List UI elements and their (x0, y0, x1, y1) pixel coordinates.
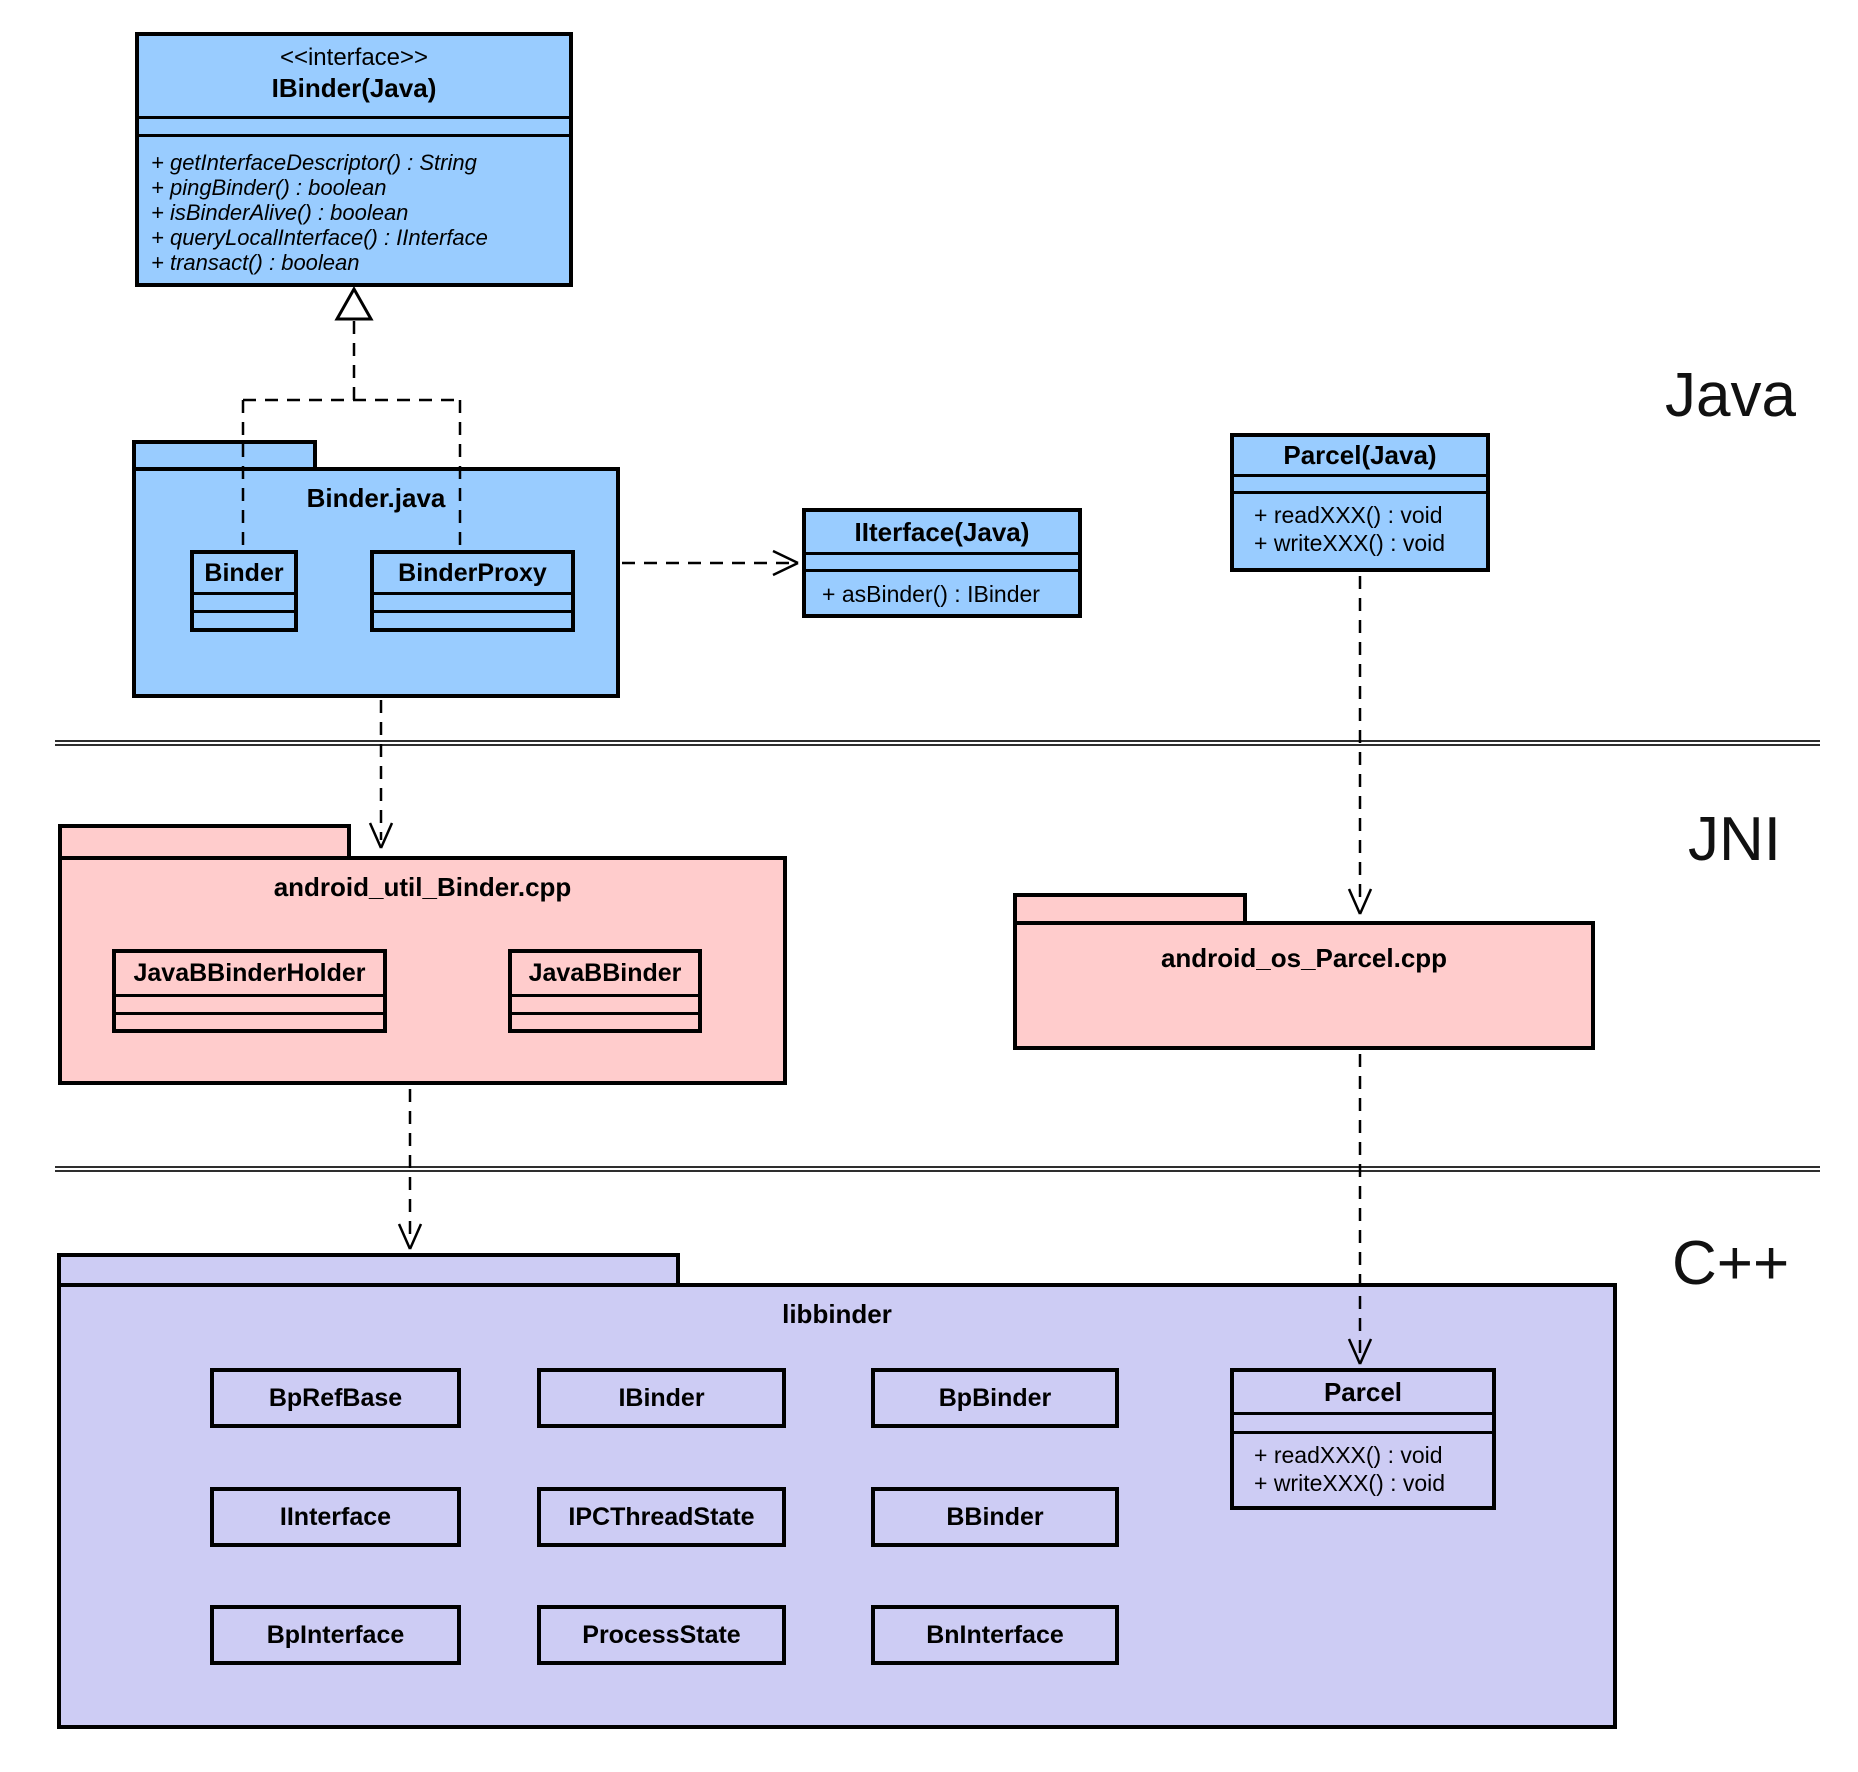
class-box-bbinder: BBinder (871, 1487, 1119, 1547)
class-box-processstate: ProcessState (537, 1605, 786, 1665)
class-box-parcel-cpp: Parcel + readXXX() : void + writeXXX() :… (1230, 1368, 1496, 1510)
method-item: + readXXX() : void (1254, 502, 1443, 528)
method-item: + asBinder() : IBinder (822, 581, 1040, 607)
binder-attributes-compartment (194, 595, 294, 613)
class-box-javabbinderholder: JavaBBinderHolder (112, 949, 387, 1033)
method-item: + writeXXX() : void (1254, 530, 1446, 556)
ibinder-class-name: IBinder(Java) (271, 73, 437, 103)
method-item: + transact() : boolean (151, 250, 360, 275)
javabbinder-class-name: JavaBBinder (512, 953, 698, 997)
class-box-bpbinder: BpBinder (871, 1368, 1119, 1428)
package-title-binder-java: Binder.java (306, 483, 446, 513)
method-item: + writeXXX() : void (1254, 1470, 1446, 1496)
method-item: + queryLocalInterface() : IInterface (151, 225, 488, 250)
package-title-android-os-parcel: android_os_Parcel.cpp (1160, 943, 1448, 973)
class-box-javabbinder: JavaBBinder (508, 949, 702, 1033)
class-box-bprefbase: BpRefBase (210, 1368, 461, 1428)
class-box-bninterface: BnInterface (871, 1605, 1119, 1665)
method-item: + readXXX() : void (1254, 1442, 1443, 1468)
parcel-java-attributes-compartment (1234, 474, 1486, 494)
javabbinderholder-class-name: JavaBBinderHolder (116, 953, 383, 997)
class-box-ibinder-java-interface: <<interface>> IBinder(Java) + getInterfa… (135, 32, 573, 287)
parcel-cpp-methods-compartment: + readXXX() : void + writeXXX() : void (1234, 1434, 1492, 1497)
javabbinder-methods-compartment (512, 1015, 698, 1029)
iinterface-class-name: IIterface(Java) (854, 517, 1030, 547)
open-arrowhead-icon (772, 549, 799, 577)
jni-cpp-separator (55, 1166, 1820, 1172)
java-jni-separator (55, 740, 1820, 746)
binder-class-name: Binder (194, 554, 294, 595)
iinterface-attributes-compartment (806, 552, 1078, 572)
package-tab-binder-java (132, 440, 317, 471)
class-box-bpinterface: BpInterface (210, 1605, 461, 1665)
ibinder-methods-compartment: + getInterfaceDescriptor() : String + pi… (139, 137, 569, 275)
package-tab-android-os-parcel (1013, 893, 1247, 925)
layer-label-cpp: C++ (1672, 1229, 1790, 1298)
class-box-iinterface-cpp: IInterface (210, 1487, 461, 1547)
package-tab-libbinder (57, 1253, 680, 1287)
class-box-ibinder-cpp: IBinder (537, 1368, 786, 1428)
class-box-parcel-java: Parcel(Java) + readXXX() : void + writeX… (1230, 433, 1490, 572)
javabbinderholder-methods-compartment (116, 1015, 383, 1029)
dependency-arrow-iinterface (622, 549, 799, 577)
binderproxy-methods-compartment (374, 613, 571, 628)
parcel-cpp-attributes-compartment (1234, 1412, 1492, 1434)
class-box-ipcthreadstate: IPCThreadState (537, 1487, 786, 1547)
javabbinder-attributes-compartment (512, 997, 698, 1015)
method-item: + getInterfaceDescriptor() : String (151, 150, 477, 175)
ibinder-header: <<interface>> IBinder(Java) (139, 36, 569, 116)
package-title-libbinder: libbinder (782, 1299, 892, 1329)
parcel-cpp-class-name: Parcel (1323, 1377, 1403, 1407)
javabbinderholder-attributes-compartment (116, 997, 383, 1015)
binderproxy-class-name: BinderProxy (374, 554, 571, 595)
iinterface-methods-compartment: + asBinder() : IBinder (806, 572, 1078, 608)
class-box-iinterface-java: IIterface(Java) + asBinder() : IBinder (802, 508, 1082, 618)
binderproxy-attributes-compartment (374, 595, 571, 613)
package-box-android-os-parcel: android_os_Parcel.cpp (1013, 921, 1595, 1050)
parcel-java-class-name: Parcel(Java) (1283, 440, 1437, 470)
layer-label-jni: JNI (1688, 805, 1781, 874)
package-tab-android-util-binder (58, 824, 351, 860)
ibinder-attributes-compartment (139, 116, 569, 137)
package-title-android-util-binder: android_util_Binder.cpp (273, 872, 572, 902)
layer-label-java: Java (1665, 361, 1796, 430)
open-arrowhead-icon (368, 822, 394, 849)
parcel-java-methods-compartment: + readXXX() : void + writeXXX() : void (1234, 494, 1486, 557)
ibinder-stereotype: <<interface>> (279, 44, 429, 71)
method-item: + pingBinder() : boolean (151, 175, 387, 200)
dependency-arrow-util-binder (368, 700, 394, 849)
open-arrowhead-icon (397, 1223, 423, 1250)
binder-methods-compartment (194, 613, 294, 628)
class-box-binderproxy: BinderProxy (370, 550, 575, 632)
open-arrowhead-icon (1347, 888, 1373, 915)
class-box-binder: Binder (190, 550, 298, 632)
hollow-triangle-arrowhead-icon (334, 285, 374, 321)
method-item: + isBinderAlive() : boolean (151, 200, 409, 225)
